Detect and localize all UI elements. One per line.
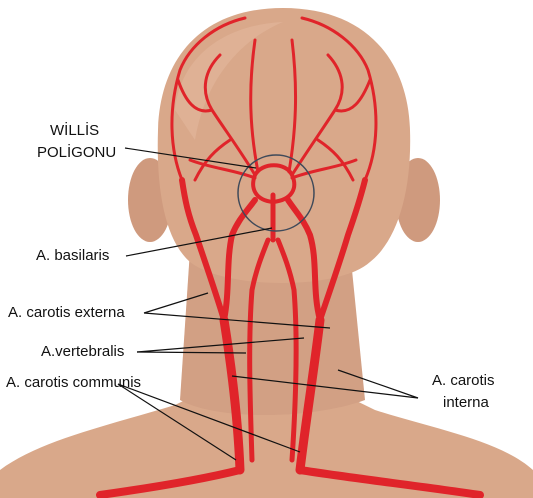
- label-carotis-externa: A. carotis externa: [8, 304, 125, 322]
- label-willis-line2: POLİGONU: [37, 144, 116, 162]
- label-carotis-communis: A. carotis communis: [6, 374, 141, 392]
- label-basilaris: A. basilaris: [36, 247, 109, 265]
- label-vertebralis: A.vertebralis: [41, 343, 124, 361]
- label-carotis-interna-line2: interna: [443, 394, 489, 412]
- label-willis-line1: WİLLİS: [50, 122, 99, 140]
- label-carotis-interna-line1: A. carotis: [432, 372, 495, 390]
